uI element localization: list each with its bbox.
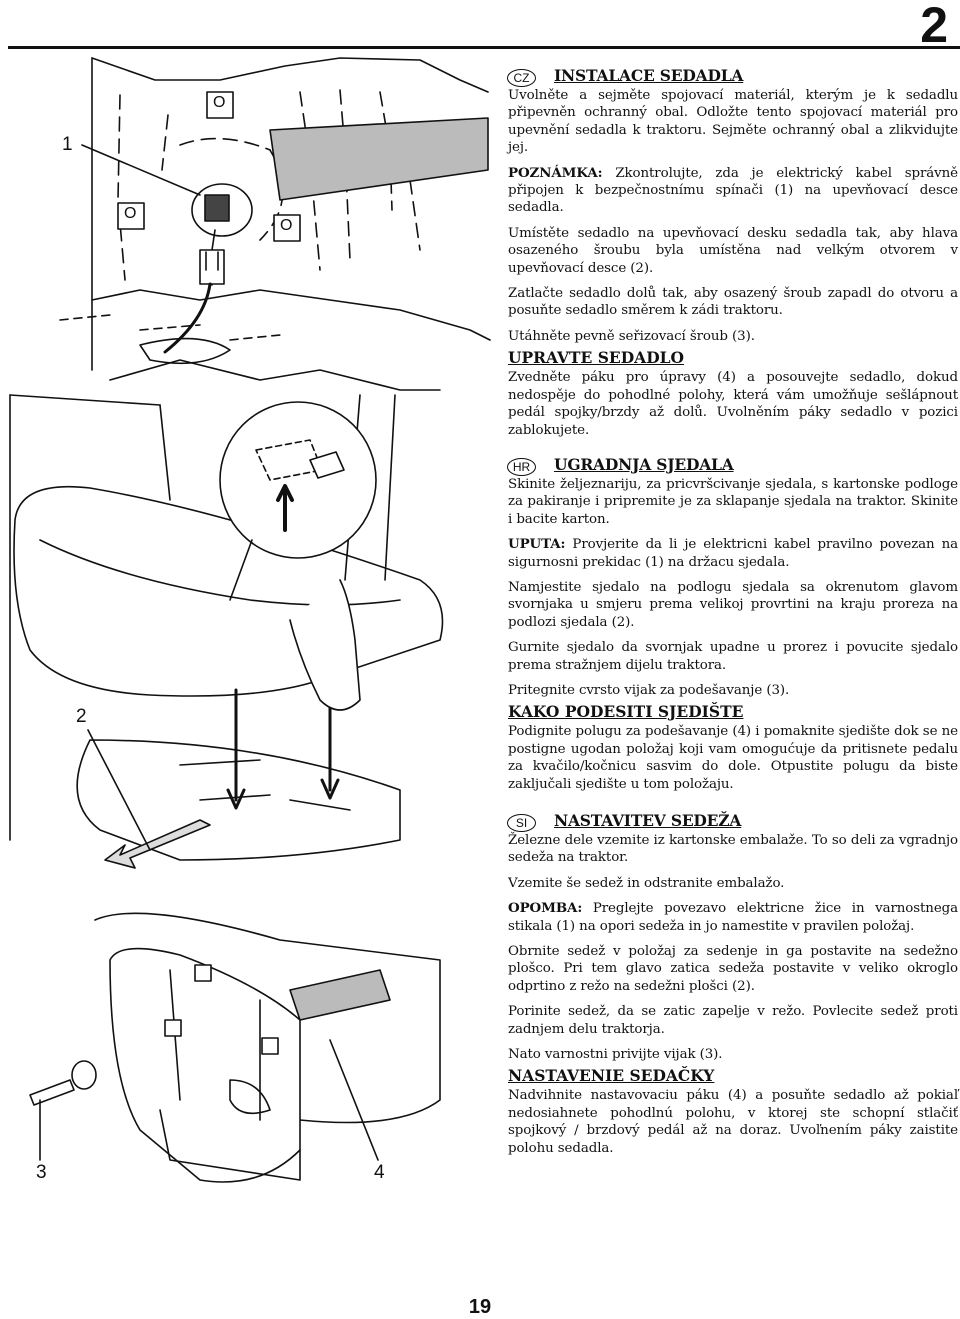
cz-paragraph-3: Zatlačte sedadlo dolů tak, aby osazený š…: [508, 286, 958, 319]
section-title-cz: INSTALACE SEDADLA: [554, 66, 744, 85]
figure-1-switch-panel: [59, 57, 491, 391]
section-si: SI NASTAVITEV SEDEŽA Železne dele vzemit…: [507, 811, 958, 1157]
cz-note-text: Zkontrolujte, zda je elektrický kabel sp…: [508, 165, 958, 216]
page-number-large: 2: [920, 0, 948, 53]
hr-paragraph-2: Namjestite sjedalo na podlogu sjedala sa…: [508, 579, 958, 630]
cz-note: POZNÁMKA: Zkontrolujte, zda je elektrick…: [508, 165, 958, 217]
cz-subtitle: UPRAVTE SEDADLO: [508, 348, 685, 368]
figure-3-4-seat-underside: [29, 912, 441, 1183]
si-note-text: Preglejte povezavo elektricne žice in va…: [508, 901, 958, 934]
switch-mark-left: O: [124, 205, 137, 222]
cz-paragraph-5: Zvedněte páku pro úpravy (4) a posouvejt…: [508, 370, 958, 438]
cz-paragraph-1: Uvolněte a sejměte spojovací materiál, k…: [508, 88, 958, 156]
hr-paragraph-1: Skinite željeznariju, za pricvršcivanje …: [508, 476, 958, 527]
callout-4: 4: [374, 1162, 385, 1183]
cz-paragraph-2: Umístěte sedadlo na upevňovací desku sed…: [508, 225, 958, 276]
hr-note-label: UPUTA:: [508, 536, 566, 553]
cz-note-label: POZNÁMKA:: [508, 164, 603, 181]
hr-paragraph-4: Pritegnite cvrsto vijak za podešavanje (…: [508, 682, 790, 698]
seat-installation-illustration: [9, 57, 491, 1183]
si-subtitle: NASTAVENIE SEDAČKY: [508, 1066, 715, 1086]
hr-note-text: Provjerite da li je elektricni kabel pra…: [508, 537, 958, 570]
section-hr: HR UGRADNJA SJEDALA Skinite željeznariju…: [507, 454, 958, 793]
hr-paragraph-5: Podignite polugu za podešavanje (4) i po…: [508, 724, 958, 792]
callout-1: 1: [62, 134, 73, 155]
cz-paragraph-4: Utáhněte pevně seřizovací šroub (3).: [508, 328, 755, 344]
language-badge-hr: HR: [507, 457, 536, 476]
si-paragraph-1: Železne dele vzemite iz kartonske embala…: [508, 833, 958, 866]
section-cz: CZ INSTALACE SEDADLA Uvolněte a sejměte …: [507, 66, 958, 439]
hr-subtitle: KAKO PODESITI SJEDIŠTE: [508, 702, 744, 722]
switch-mark-right: O: [280, 217, 293, 234]
si-paragraph-5: Nato varnostni privijte vijak (3).: [508, 1047, 723, 1063]
section-title-si: NASTAVITEV SEDEŽA: [554, 811, 742, 830]
si-paragraph-6: Nadvihnite nastavovaciu páku (4) a posuň…: [508, 1088, 958, 1156]
si-paragraph-3: Obrnite sedež v položaj za sedenje in ga…: [508, 944, 958, 994]
page-number-footer: 19: [468, 1296, 492, 1318]
switch-mark-top: O: [213, 94, 226, 111]
si-note: OPOMBA: Preglejte povezavo elektricne ži…: [508, 900, 958, 935]
header-rule: [8, 46, 960, 49]
si-note-label: OPOMBA:: [508, 900, 583, 917]
language-badge-si: SI: [507, 814, 536, 832]
hr-paragraph-3: Gurnite sjedalo da svornjak upadne u pro…: [508, 640, 958, 673]
si-paragraph-4: Porinite sedež, da se zatic zapelje v re…: [508, 1004, 958, 1037]
section-title-hr: UGRADNJA SJEDALA: [554, 454, 734, 474]
instructions-column: CZ INSTALACE SEDADLA Uvolněte a sejměte …: [507, 66, 958, 1165]
callout-2: 2: [76, 706, 87, 727]
language-badge-cz: CZ: [507, 69, 536, 87]
callout-3: 3: [36, 1162, 47, 1183]
figure-2-seat-mount: [9, 394, 444, 869]
si-paragraph-2: Vzemite še sedež in odstranite embalažo.: [508, 875, 785, 891]
hr-note: UPUTA: Provjerite da li je elektricni ka…: [508, 536, 958, 571]
